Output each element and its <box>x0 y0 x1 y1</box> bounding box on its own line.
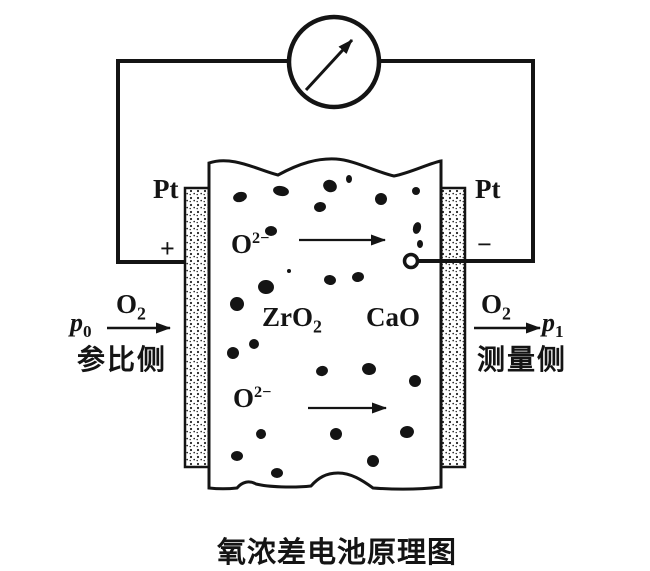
measurement-pressure-symbol: p <box>542 308 555 337</box>
left-electrode-polarity-label: + <box>160 234 175 263</box>
measurement-gas-label: O2 <box>481 289 511 323</box>
reference-pressure-subscript: 0 <box>83 322 92 342</box>
speckle-blob <box>367 455 379 467</box>
zirconia-label: ZrO2 <box>262 302 322 336</box>
left-pt-electrode <box>183 186 211 469</box>
right-pt-electrode <box>439 186 467 469</box>
oxygen-ion-label-bottom: O2− <box>233 383 272 413</box>
speckle-blob <box>227 347 239 359</box>
speckle-blob <box>233 191 247 203</box>
speckle-blob <box>314 201 326 213</box>
measurement-gas-subscript: 2 <box>502 303 511 324</box>
reference-pressure-label: p0 <box>70 308 92 341</box>
speckle-blob <box>362 362 376 376</box>
speckle-blob <box>330 428 342 440</box>
terminal-dot-icon <box>402 252 420 270</box>
speckle-blob <box>231 451 243 461</box>
speckle-blob <box>352 271 364 283</box>
figure-caption: 氧浓差电池原理图 <box>216 537 457 569</box>
reference-gas-symbol: O <box>116 289 138 319</box>
speckle-blob <box>400 425 414 439</box>
speckle-blob <box>324 274 336 286</box>
speckle-blob <box>230 297 244 311</box>
speckle-blob <box>316 365 328 377</box>
oxygen-ion-charge-bottom: 2− <box>254 383 272 401</box>
speckle-blob <box>265 226 277 236</box>
galvanometer-needle <box>304 38 354 92</box>
speckle-blob <box>412 222 422 234</box>
oxygen-ion-label-top: O2− <box>231 229 270 259</box>
zirconia-formula: ZrO <box>262 302 313 332</box>
galvanometer-icon <box>286 14 382 110</box>
right-electrode-material-label: Pt <box>475 174 501 204</box>
speckle-blob <box>323 179 337 193</box>
speckle-blob <box>409 375 421 387</box>
galvanometer-body <box>286 14 382 110</box>
speckle-blob <box>412 187 420 195</box>
reference-gas-label: O2 <box>116 289 146 323</box>
speckle-blob <box>417 240 423 248</box>
speckle-blob <box>256 429 266 439</box>
left-circuit-wire <box>116 59 288 264</box>
reference-side-label: 参比侧 <box>77 345 168 376</box>
calcia-label: CaO <box>366 302 420 332</box>
measurement-pressure-subscript: 1 <box>555 322 564 342</box>
oxygen-ion-symbol-bottom: O <box>233 383 255 413</box>
reference-gas-subscript: 2 <box>137 303 146 324</box>
measurement-pressure-label: p1 <box>542 308 564 341</box>
zirconia-subscript: 2 <box>313 316 322 337</box>
speckles-layer <box>227 175 423 478</box>
oxygen-ion-symbol-top: O <box>231 229 253 259</box>
measurement-gas-symbol: O <box>481 289 503 319</box>
measurement-side-label: 测量侧 <box>477 345 568 376</box>
speckle-blob <box>258 279 274 295</box>
oxygen-ion-charge-top: 2− <box>252 229 270 247</box>
speckle-blob <box>273 185 289 197</box>
speckle-blob <box>287 269 291 273</box>
reference-pressure-symbol: p <box>70 308 83 337</box>
speckle-blob <box>249 339 259 349</box>
speckle-blob <box>346 175 352 183</box>
speckle-blob <box>271 468 283 478</box>
speckle-blob <box>375 193 387 205</box>
right-electrode-polarity-label: − <box>477 230 492 259</box>
left-electrode-material-label: Pt <box>153 174 179 204</box>
